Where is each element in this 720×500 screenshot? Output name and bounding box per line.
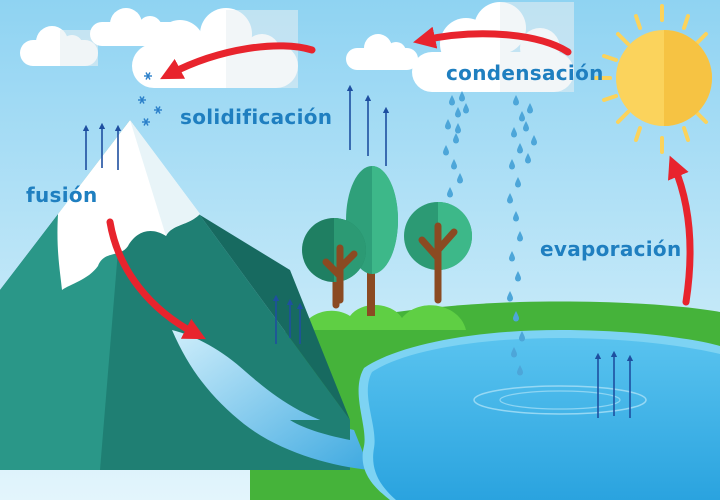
riverbank-green xyxy=(290,420,350,440)
solidification-arrow xyxy=(160,42,316,80)
condensation-label: condensación xyxy=(446,61,604,85)
bush xyxy=(300,304,466,330)
solidification-label: solidificación xyxy=(180,105,332,129)
condensation-arrow xyxy=(413,26,572,56)
lake xyxy=(358,330,720,500)
tree-left xyxy=(302,218,366,309)
tree-right xyxy=(404,202,472,304)
river xyxy=(172,330,370,470)
fusion-label: fusión xyxy=(26,183,97,207)
snow-cap xyxy=(57,120,201,290)
sun-icon xyxy=(594,4,712,154)
vapor-arrows xyxy=(82,84,634,418)
cloud-middle xyxy=(346,34,418,70)
evaporation-arrow xyxy=(668,155,694,306)
evaporation-label: evaporación xyxy=(540,237,682,261)
mountain xyxy=(0,120,350,470)
fusion-arrow xyxy=(106,218,206,340)
